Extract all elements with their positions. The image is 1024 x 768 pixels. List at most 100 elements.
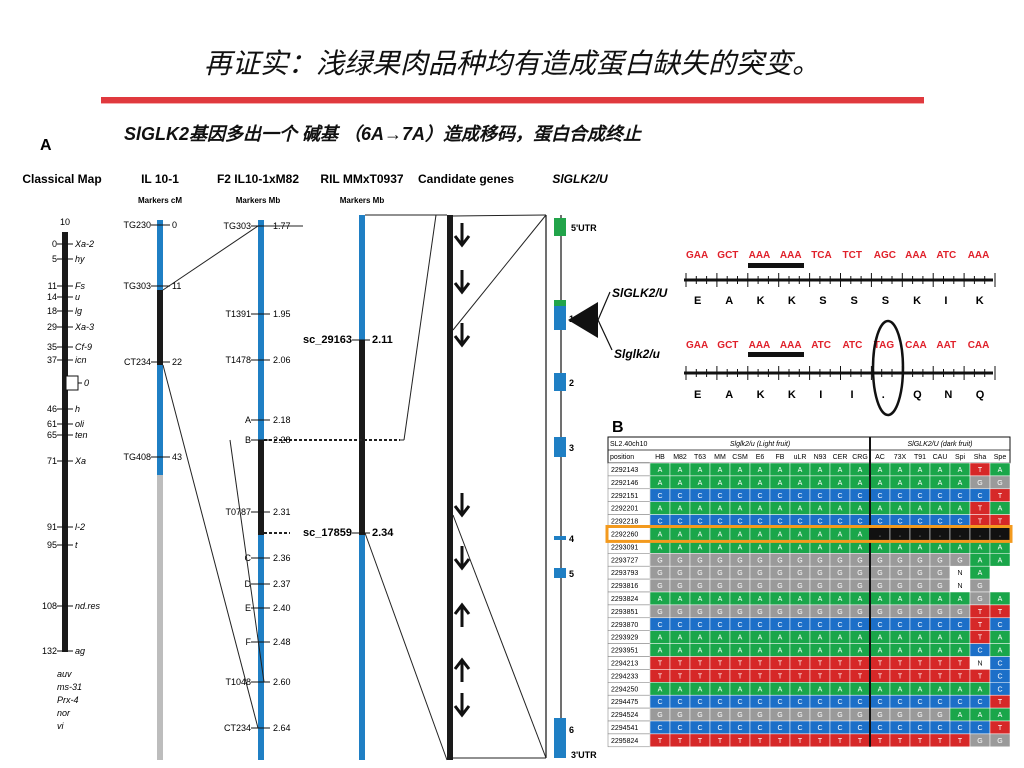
f2-bar-blue2 — [258, 535, 264, 760]
table-base: A — [918, 635, 923, 642]
table-base: A — [838, 544, 843, 551]
f2-marker: C — [245, 553, 252, 563]
table-base: A — [898, 506, 903, 513]
table-base: C — [657, 725, 662, 732]
table-col-header: Sha — [974, 454, 987, 461]
exon-number: 5 — [569, 569, 574, 579]
table-base: G — [837, 583, 842, 590]
table-base: G — [817, 609, 822, 616]
table-base: A — [758, 596, 763, 603]
table-base: C — [897, 519, 902, 526]
table-base: A — [878, 544, 883, 551]
table-base: G — [717, 609, 722, 616]
table-base: . — [899, 532, 901, 539]
table-base: A — [718, 467, 723, 474]
exon-number: 2 — [569, 378, 574, 388]
mut-aa: N — [944, 389, 952, 401]
table-base: C — [817, 699, 822, 706]
table-base: G — [917, 609, 922, 616]
table-col-header: M82 — [673, 454, 687, 461]
table-base: A — [718, 648, 723, 655]
table-base: A — [818, 506, 823, 513]
f2-value: 2.40 — [273, 603, 291, 613]
table-base: G — [997, 480, 1002, 487]
table-base: T — [978, 673, 983, 680]
table-base: G — [857, 712, 862, 719]
table-base: N — [977, 661, 982, 668]
table-base: A — [978, 712, 983, 719]
table-base: C — [777, 493, 782, 500]
classical-locus: t — [75, 540, 78, 550]
table-base: G — [957, 557, 962, 564]
il101-bar-blue — [157, 220, 163, 290]
classical-pos: 11 — [48, 281, 57, 291]
mut-aa: A — [725, 389, 733, 401]
table-base: C — [737, 519, 742, 526]
table-base: G — [677, 557, 682, 564]
table-col-header: FB — [776, 454, 785, 461]
table-base: T — [838, 661, 843, 668]
table-base: A — [998, 712, 1003, 719]
wt-codon: AAA — [968, 250, 990, 261]
group-light-label: Slglk2/u (Light fruit) — [730, 441, 790, 448]
classical-pos: 71 — [47, 456, 57, 466]
table-base: A — [958, 467, 963, 474]
table-base: G — [777, 570, 782, 577]
table-base: A — [658, 544, 663, 551]
table-base: T — [778, 661, 783, 668]
classical-pos: 61 — [47, 419, 57, 429]
table-base: A — [758, 506, 763, 513]
table-base: T — [738, 738, 743, 745]
table-base: G — [837, 557, 842, 564]
table-base: A — [938, 544, 943, 551]
table-base: G — [717, 583, 722, 590]
table-col-header: T91 — [914, 454, 926, 461]
table-base: G — [757, 712, 762, 719]
table-position: 2293793 — [611, 570, 638, 577]
table-base: A — [998, 506, 1003, 513]
group-dark-label: SlGLK2/U (dark fruit) — [908, 441, 973, 448]
utr3-label: 3'UTR — [571, 750, 597, 760]
table-base: A — [938, 635, 943, 642]
table-base: G — [897, 557, 902, 564]
table-base: C — [897, 622, 902, 629]
table-base: T — [878, 738, 883, 745]
table-base: A — [778, 467, 783, 474]
table-position: 2294541 — [611, 725, 638, 732]
f2-value: 2.36 — [273, 553, 291, 563]
table-base: N — [957, 583, 962, 590]
il101-marker: TG230 — [123, 220, 151, 230]
table-base: . — [999, 532, 1001, 539]
table-base: T — [818, 673, 823, 680]
table-base: A — [678, 532, 683, 539]
table-col-header: E6 — [756, 454, 765, 461]
table-base: T — [658, 673, 663, 680]
table-base: T — [718, 673, 723, 680]
classical-locus: ten — [75, 430, 88, 440]
table-base: C — [697, 725, 702, 732]
table-base: A — [658, 506, 663, 513]
table-base: A — [818, 480, 823, 487]
classical-pos: 95 — [47, 540, 57, 550]
table-base: T — [758, 738, 763, 745]
table-base: C — [697, 699, 702, 706]
wt-codon: ATC — [936, 250, 956, 261]
table-base: A — [998, 648, 1003, 655]
table-base: T — [818, 738, 823, 745]
table-base: A — [798, 596, 803, 603]
table-base: C — [757, 725, 762, 732]
wt-codon: AAA — [749, 250, 771, 261]
classical-box — [65, 375, 79, 391]
table-base: G — [877, 609, 882, 616]
table-base: C — [797, 622, 802, 629]
table-base: A — [838, 596, 843, 603]
table-base: A — [738, 480, 743, 487]
table-base: C — [877, 519, 882, 526]
table-base: C — [837, 493, 842, 500]
ril-marker: sc_29163 — [303, 334, 352, 346]
table-base: C — [717, 725, 722, 732]
table-base: C — [837, 725, 842, 732]
